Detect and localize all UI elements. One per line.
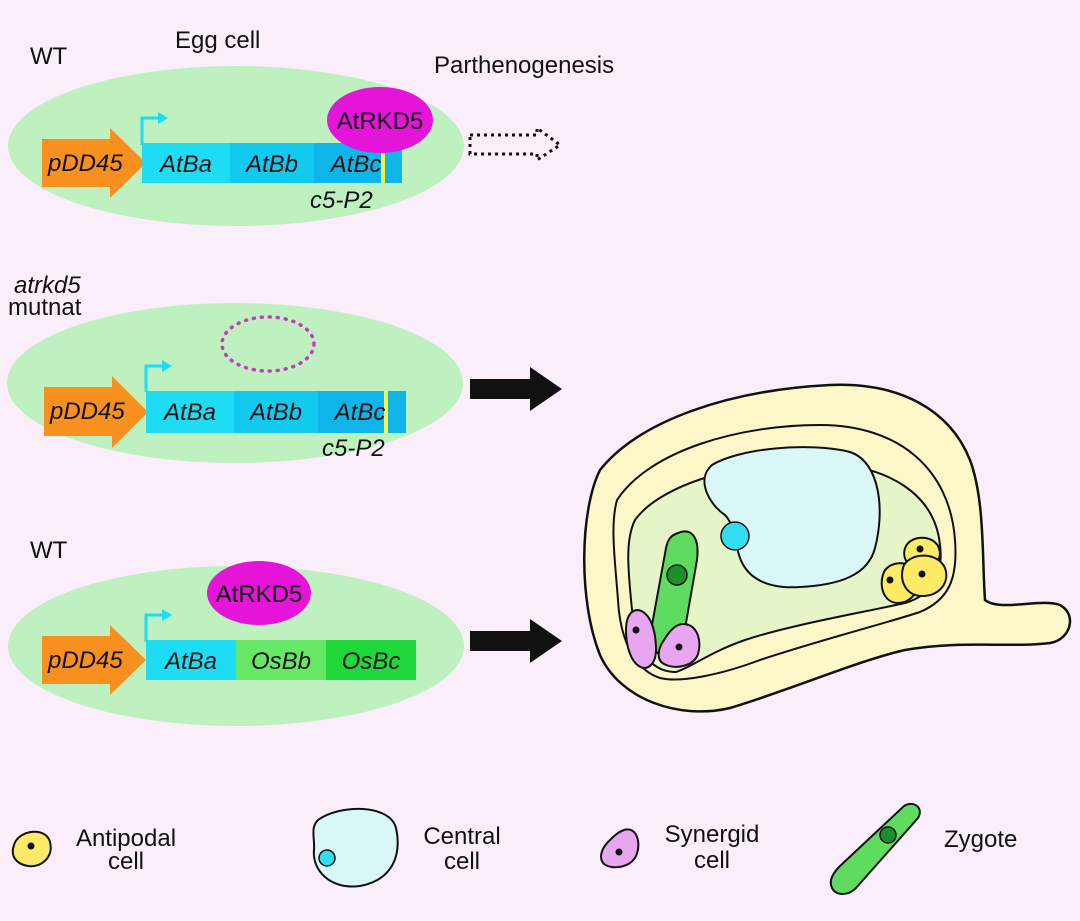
segment-atbc <box>318 391 406 433</box>
outcome-label: Parthenogenesis <box>434 52 614 79</box>
zygote-swatch-icon <box>829 802 921 895</box>
c5-p2-site-marker <box>381 143 385 183</box>
legend-antipodal-line2: cell <box>108 848 144 875</box>
tss-arrowhead-icon <box>158 112 168 124</box>
promoter-label: pDD45 <box>49 398 125 425</box>
segment-label-osbc: OsBc <box>342 648 401 675</box>
absent-protein-outline <box>220 315 316 373</box>
segment-label-atbb: AtBb <box>248 399 302 426</box>
synergid-swatch-icon <box>600 828 640 869</box>
legend-synergid: Synergid cell <box>600 821 760 874</box>
legend-zygote: Zygote <box>829 802 1017 895</box>
panel-atrkd5-mutant: atrkd5 mutnat pDD45 AtBa AtBb AtBc c5-P2 <box>7 272 562 463</box>
segment-atba <box>146 640 236 680</box>
segment-osbc <box>326 640 416 680</box>
protein-label: AtRKD5 <box>216 581 303 608</box>
legend-antipodal-line1: Antipodal <box>76 825 176 852</box>
segment-label-atba: AtBa <box>163 648 217 675</box>
ovule-diagram <box>583 383 1072 713</box>
tss-arrow-icon <box>144 613 164 642</box>
promoter-arrow <box>42 128 146 198</box>
genotype-label: WT <box>30 43 68 70</box>
c5-p2-site-marker <box>384 391 388 433</box>
synergid-cell <box>657 622 701 668</box>
legend-synergid-line1: Synergid <box>665 821 760 848</box>
central-cell <box>703 446 881 589</box>
atrkd5-protein <box>327 87 433 153</box>
segment-label-atba: AtBa <box>158 151 212 178</box>
atrkd5-protein <box>207 561 311 625</box>
legend-antipodal: Antipodal cell <box>11 825 176 875</box>
segment-label-osbb: OsBb <box>251 648 311 675</box>
promoter-arrow <box>42 625 146 695</box>
promoter-label: pDD45 <box>47 150 123 177</box>
segment-atbb <box>234 391 318 433</box>
legend-central-line1: Central <box>423 823 500 850</box>
segment-atba <box>142 143 230 183</box>
egg-cell-label: Egg cell <box>175 27 260 54</box>
solid-arrow-icon <box>470 619 562 663</box>
dotted-arrow-icon <box>468 125 563 163</box>
legend-zygote-label: Zygote <box>944 826 1017 853</box>
segment-label-atba: AtBa <box>162 399 216 426</box>
site-label: c5-P2 <box>322 435 385 462</box>
segment-atbb <box>230 143 314 183</box>
segment-osbb <box>236 640 326 680</box>
segment-label-atbc: AtBc <box>333 399 386 426</box>
tss-arrowhead-icon <box>162 360 172 372</box>
antipodal-cell <box>901 554 948 598</box>
genotype-label-line1: atrkd5 <box>14 272 81 299</box>
segment-atba <box>146 391 234 433</box>
synergid-cell <box>624 608 658 670</box>
legend-central-line2: cell <box>444 848 480 875</box>
panel-wt-parthenogenesis: WT Egg cell Parthenogenesis pDD45 AtBa A… <box>8 27 614 226</box>
promoter-arrow <box>44 376 148 448</box>
central-cell-swatch-icon <box>312 807 399 888</box>
legend-central: Central cell <box>312 807 501 888</box>
promoter-label: pDD45 <box>47 647 123 674</box>
segment-label-atbb: AtBb <box>244 151 298 178</box>
genotype-label-line2: mutnat <box>8 294 82 321</box>
protein-label: AtRKD5 <box>337 108 424 135</box>
solid-arrow-icon <box>470 367 562 411</box>
tss-arrow-icon <box>144 364 164 392</box>
genotype-label: WT <box>30 537 68 564</box>
site-label: c5-P2 <box>310 187 373 214</box>
tss-arrowhead-icon <box>162 609 172 621</box>
segment-label-atbc: AtBc <box>329 151 382 178</box>
egg-cell <box>7 303 463 463</box>
panel-wt-os-segments: WT AtRKD5 pDD45 AtBa OsBb OsBc <box>8 537 562 726</box>
polar-nucleus <box>720 521 750 551</box>
tss-arrow-icon <box>140 116 160 145</box>
legend: Antipodal cell Central cell Synergid cel… <box>11 802 1017 895</box>
legend-synergid-line2: cell <box>694 847 730 874</box>
